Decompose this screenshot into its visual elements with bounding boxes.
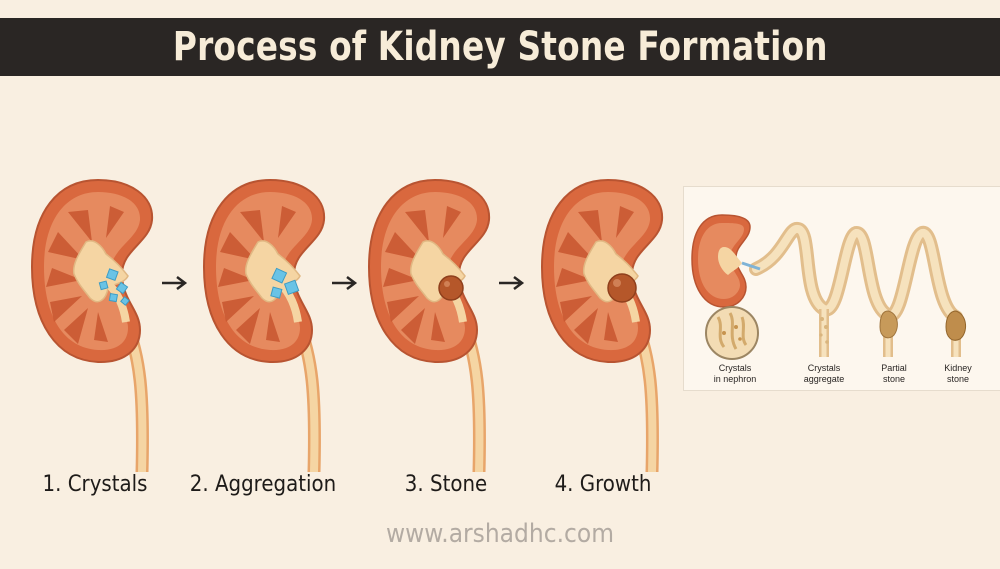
kidney-stage-1: [28, 172, 168, 472]
kidney-crystals-illustration: [28, 172, 168, 472]
kidney-growth-illustration: [538, 172, 678, 472]
page-title: Process of Kidney Stone Formation: [172, 24, 828, 70]
kidney-aggregation-illustration: [200, 172, 340, 472]
kidney-stage-3: [365, 172, 505, 472]
nephron-detail-panel: Crystals in nephron Crystals aggregate P…: [683, 186, 1000, 391]
panel-label-crystals-nephron: Crystals in nephron: [713, 363, 757, 384]
kidney-stage-2: [200, 172, 340, 472]
kidney-stage-4: [538, 172, 678, 472]
nephron-illustration: [691, 214, 966, 360]
arrow-2: [330, 273, 360, 293]
panel-label-partial-stone: Partial stone: [881, 363, 907, 384]
kidney-stone-illustration: [365, 172, 505, 472]
arrow-1: [160, 273, 190, 293]
panel-label-kidney-stone: Kidney stone: [944, 363, 972, 384]
stage-label-1: 1. Crystals: [42, 472, 148, 497]
website-watermark: www.arshadhc.com: [385, 519, 614, 549]
stage-label-4: 4. Growth: [554, 472, 652, 497]
stage-label-2: 2. Aggregation: [189, 472, 337, 497]
title-bar: Process of Kidney Stone Formation: [0, 18, 1000, 76]
stage-label-3: 3. Stone: [404, 472, 488, 497]
panel-label-crystals-aggregate: Crystals aggregate: [803, 363, 845, 384]
arrow-3: [497, 273, 527, 293]
